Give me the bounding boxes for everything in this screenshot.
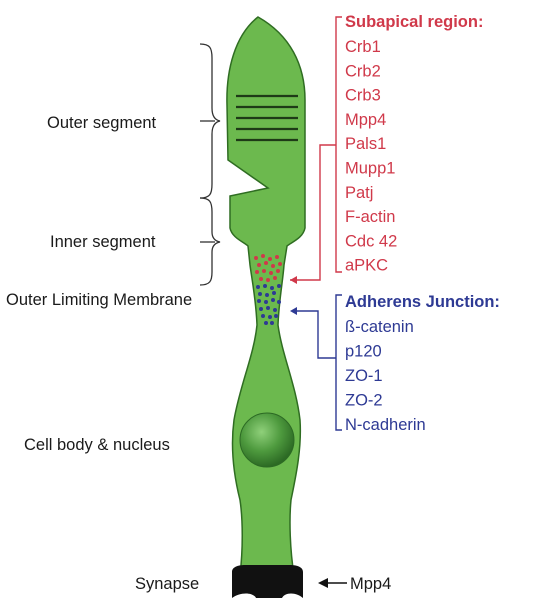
adherens-item: ß-catenin <box>345 318 414 336</box>
nucleus <box>240 413 294 467</box>
subapical-list: Crb1Crb2Crb3Mpp4Pals1Mupp1PatjF-actinCdc… <box>345 38 397 275</box>
adherens-item: p120 <box>345 343 382 361</box>
synapse-terminal <box>232 565 303 598</box>
label-inner-segment: Inner segment <box>50 233 156 251</box>
arrow-left-icon <box>318 578 328 588</box>
adherens-arrow-icon <box>290 307 297 315</box>
subapical-arrow-icon <box>290 276 297 284</box>
label-outer-limiting-membrane: Outer Limiting Membrane <box>6 291 192 309</box>
adherens-item: ZO-2 <box>345 392 383 410</box>
subapical-item: Mpp4 <box>345 111 386 129</box>
adherens-item: N-cadherin <box>345 416 426 434</box>
adherens-title: Adherens Junction: <box>345 293 500 311</box>
subapical-item: F-actin <box>345 208 395 226</box>
subapical-item: Pals1 <box>345 135 386 153</box>
label-outer-segment: Outer segment <box>47 114 157 132</box>
subapical-item: aPKC <box>345 257 388 275</box>
subapical-item: Cdc 42 <box>345 232 397 250</box>
subapical-item: Crb1 <box>345 38 381 56</box>
adherens-item: ZO-1 <box>345 367 383 385</box>
label-synapse: Synapse <box>135 575 199 593</box>
subapical-item: Crb3 <box>345 87 381 105</box>
subapical-item: Patj <box>345 184 373 202</box>
subapical-title: Subapical region: <box>345 13 483 31</box>
label-cell-body: Cell body & nucleus <box>24 436 170 454</box>
subapical-item: Crb2 <box>345 62 381 80</box>
label-synapse-protein: Mpp4 <box>350 575 391 593</box>
subapical-item: Mupp1 <box>345 160 395 178</box>
adherens-bracket <box>292 295 342 430</box>
